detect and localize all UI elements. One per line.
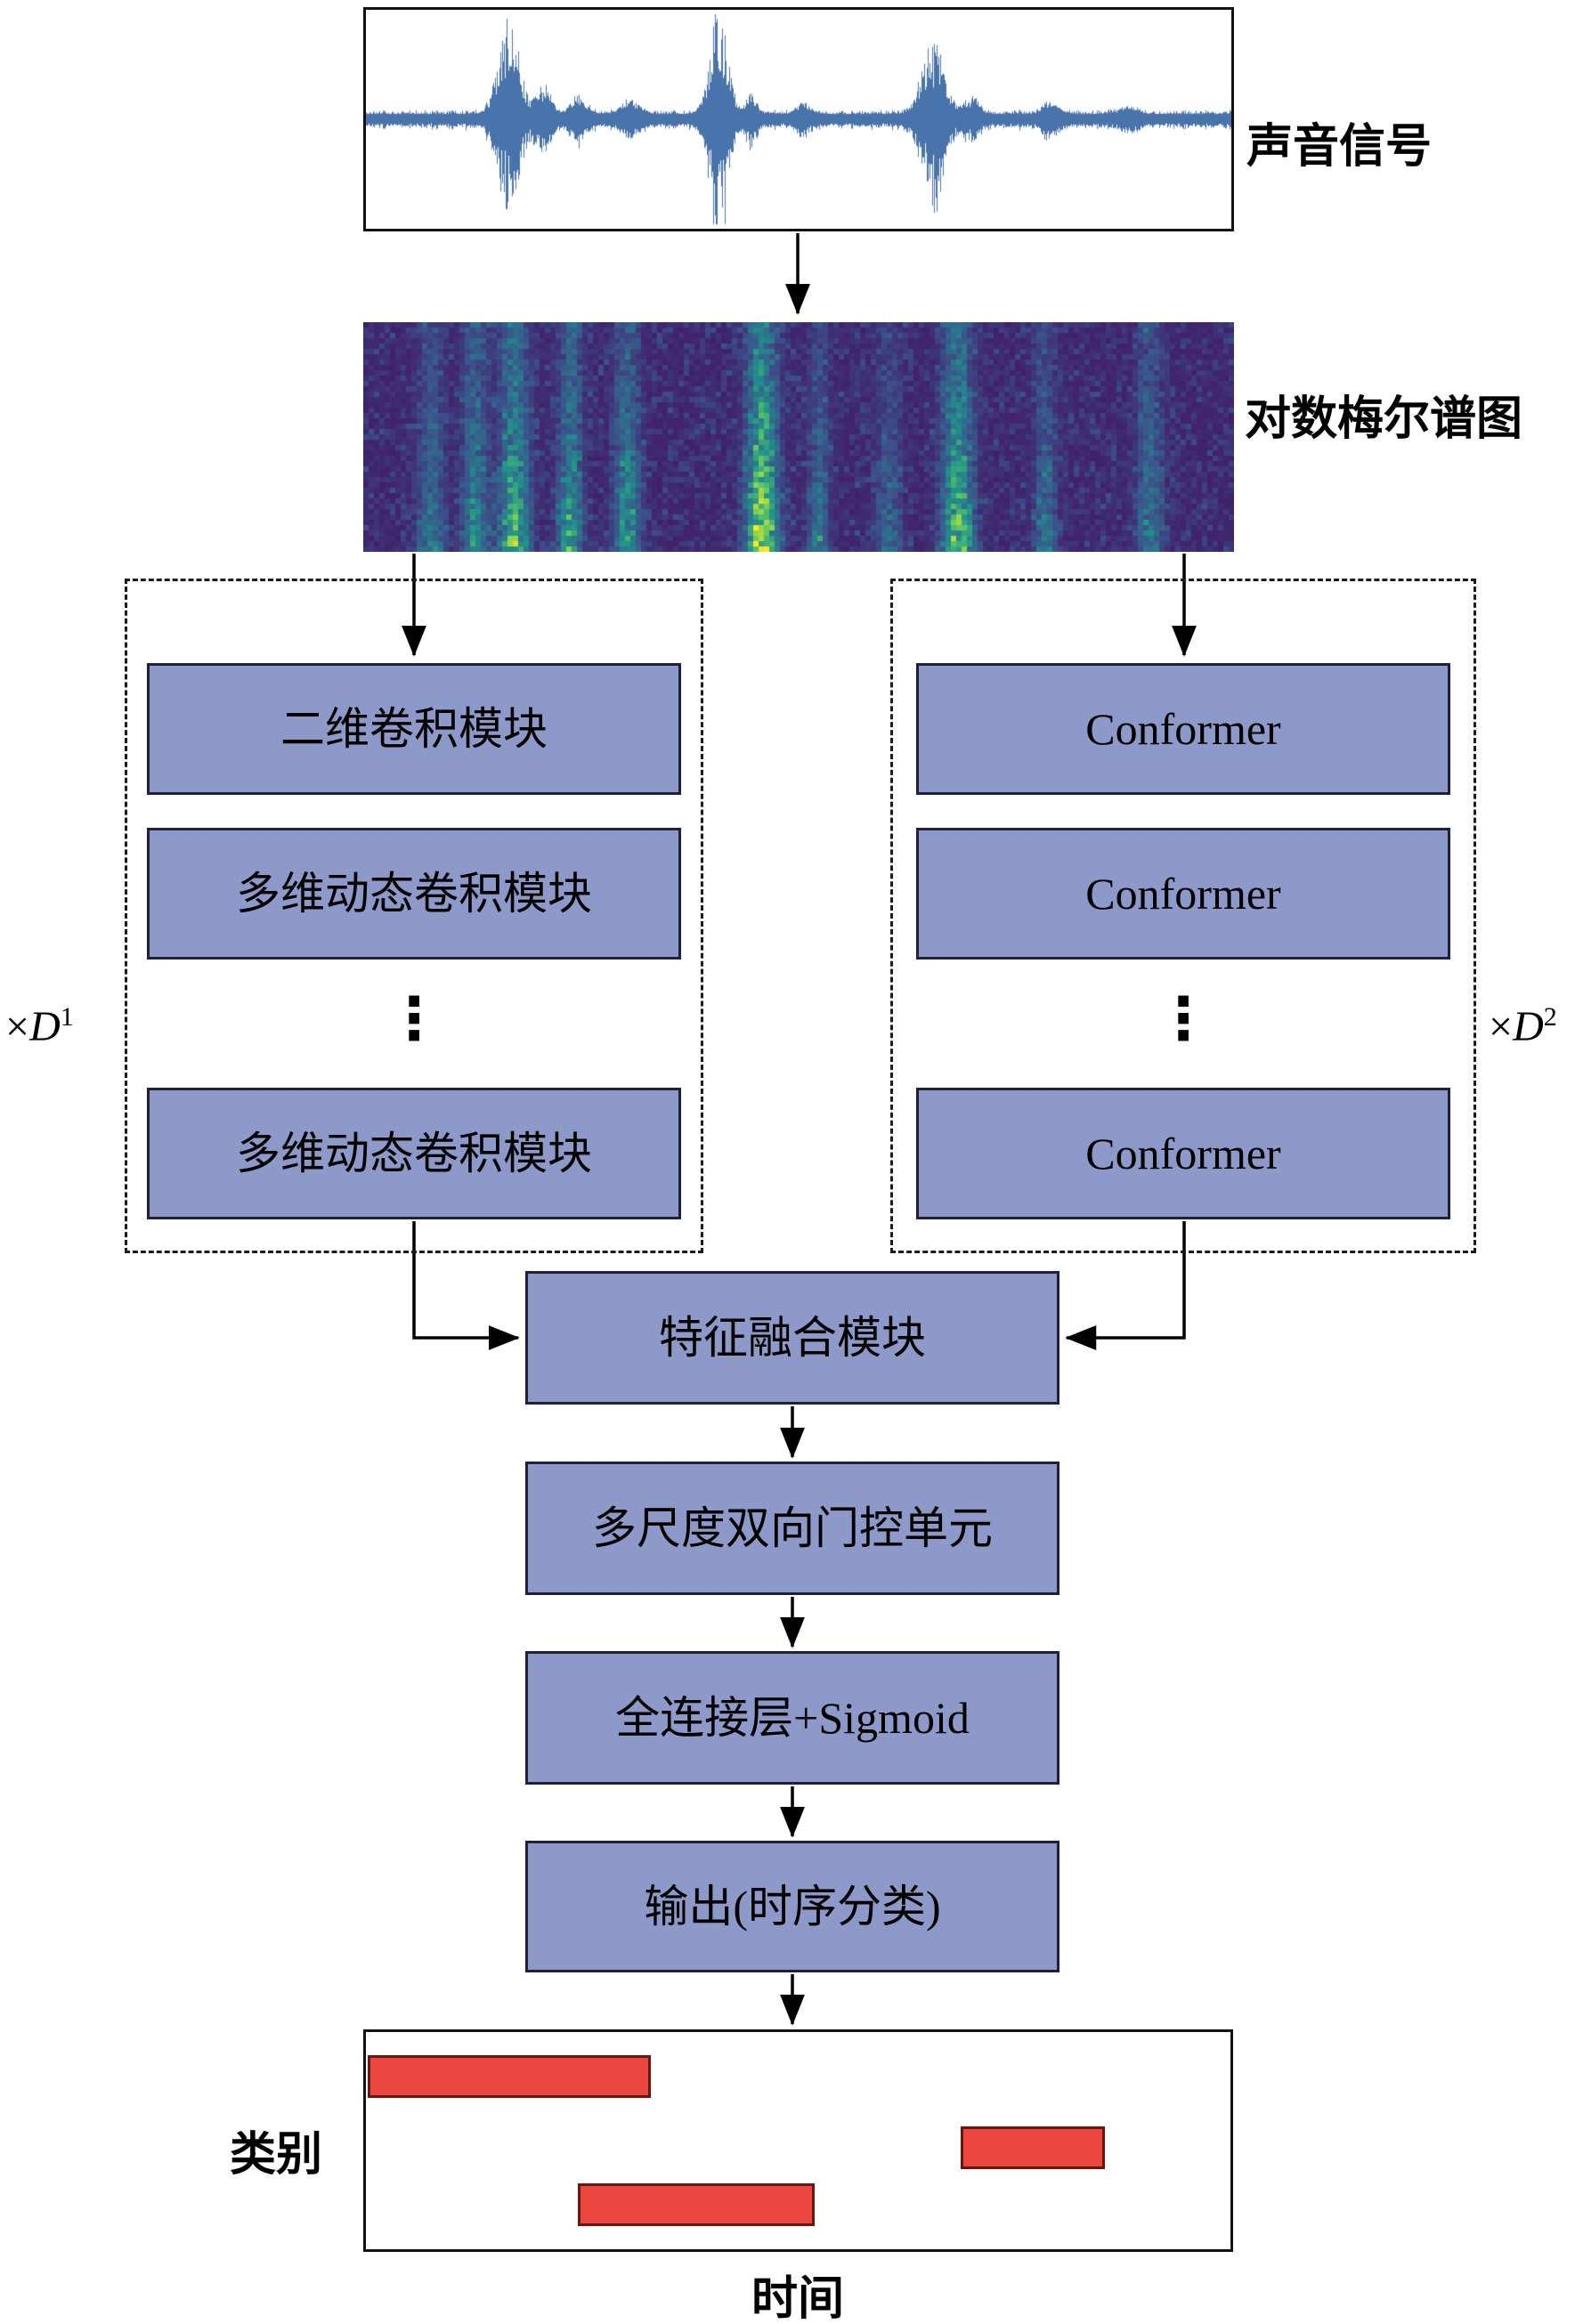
repeat-count-d2: ×D2 (1489, 1002, 1557, 1051)
conformer-block-3: Conformer (916, 1088, 1450, 1219)
output-block: 输出(时序分类) (525, 1841, 1059, 1972)
spectrogram-image (363, 322, 1234, 552)
left-ellipsis: ⋮ (385, 984, 443, 1053)
conformer-block-2: Conformer (916, 828, 1450, 960)
repeat-superscript-d1: 1 (60, 1002, 74, 1032)
mddc-block-2: 多维动态卷积模块 (147, 1088, 681, 1219)
right-ellipsis: ⋮ (1154, 984, 1213, 1053)
right-repeat-group (890, 579, 1476, 1253)
conv2d-block: 二维卷积模块 (147, 663, 681, 795)
feature-fusion-block: 特征融合模块 (525, 1271, 1059, 1405)
timeline-output-panel (363, 2029, 1233, 2252)
repeat-superscript-d2: 2 (1543, 1002, 1557, 1032)
waveform-panel (363, 7, 1234, 231)
left-repeat-group (125, 579, 703, 1253)
mddc-block-1: 多维动态卷积模块 (147, 828, 681, 960)
repeat-variable-d1: D (29, 1003, 61, 1050)
multiscale-bigru-block: 多尺度双向门控单元 (525, 1462, 1059, 1595)
times-sign: × (1489, 1003, 1514, 1050)
log-mel-label: 对数梅尔谱图 (1245, 394, 1523, 445)
fc-sigmoid-block: 全连接层+Sigmoid (525, 1651, 1059, 1785)
waveform-image (366, 10, 1231, 229)
time-axis-label: 时间 (751, 2274, 844, 2324)
sound-signal-label: 声音信号 (1246, 122, 1433, 173)
spectrogram-panel (363, 322, 1234, 552)
class-activation-bar (578, 2183, 815, 2226)
class-activation-bar (368, 2055, 651, 2098)
conformer-block-1: Conformer (916, 663, 1450, 795)
repeat-count-d1: ×D1 (5, 1002, 74, 1051)
repeat-variable-d2: D (1513, 1003, 1544, 1050)
times-sign: × (5, 1003, 30, 1050)
class-activation-bar (961, 2126, 1105, 2169)
category-axis-label: 类别 (230, 2130, 323, 2181)
